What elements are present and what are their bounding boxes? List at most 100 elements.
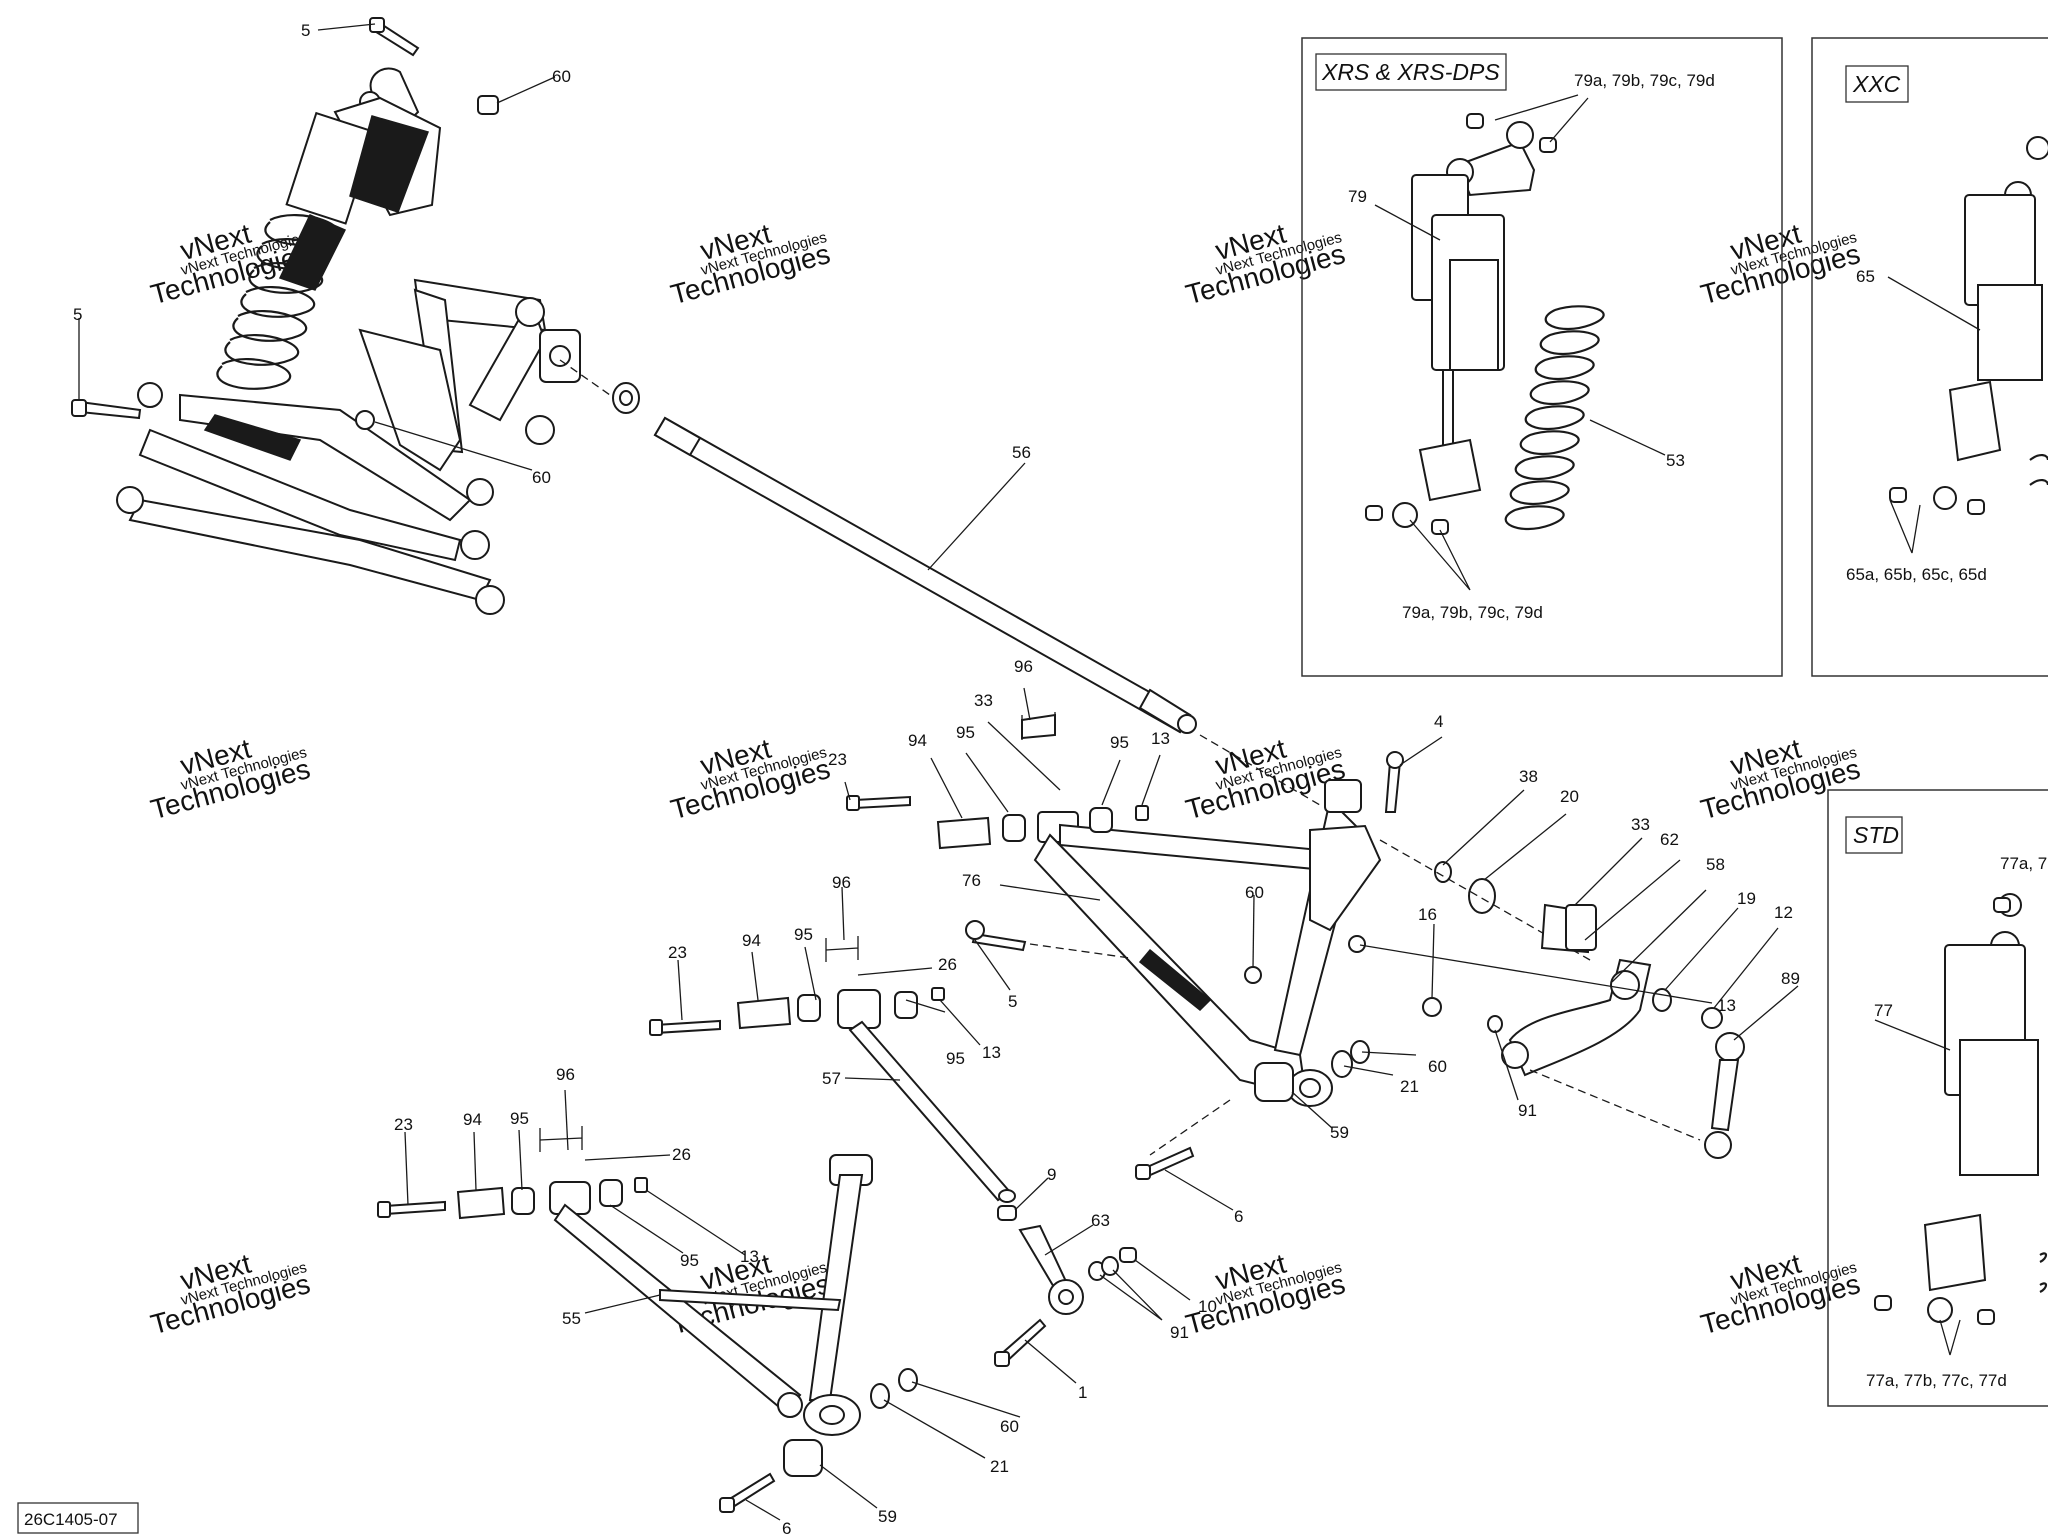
shock-absorber-assembly — [216, 67, 442, 390]
callout: 77a, 77b, 77c, 77d — [1866, 1371, 2007, 1390]
bushing — [1254, 1062, 1294, 1102]
inset-title: STD — [1853, 822, 1899, 848]
callout: 95 — [946, 1049, 965, 1068]
callout: 23 — [668, 943, 687, 962]
callout: 13 — [1717, 996, 1736, 1015]
inset-frame — [1301, 37, 1783, 677]
nut — [1967, 499, 1985, 515]
o-ring — [1434, 861, 1452, 883]
watermark: vNext Technologies vNext Technologies — [147, 1248, 313, 1341]
bellcrank — [1501, 958, 1652, 1077]
callouts: 5 60 5 60 56 96 33 94 95 95 13 23 4 38 2… — [73, 21, 1800, 1536]
bushing — [797, 994, 821, 1022]
nut — [355, 410, 375, 430]
watermark: vNext Technologies vNext Technologies — [1697, 1248, 1863, 1341]
callout: 23 — [394, 1115, 413, 1134]
callout: 94 — [742, 931, 761, 950]
nut — [1348, 935, 1366, 953]
diagram-code-box — [17, 1502, 139, 1534]
callout: 16 — [1418, 905, 1437, 924]
nut — [1889, 487, 1907, 503]
nut — [1993, 897, 2011, 913]
watermark: vNext Technologies vNext Technologies — [1182, 218, 1348, 311]
watermark: vNext Technologies vNext Technologies — [1182, 733, 1348, 826]
washer — [1652, 988, 1672, 1012]
callout: 95 — [680, 1251, 699, 1270]
lower-a-arm — [549, 1154, 873, 1436]
nut — [1977, 1309, 1995, 1325]
callout: 96 — [556, 1065, 575, 1084]
callout: 94 — [908, 731, 927, 750]
bolt — [846, 795, 911, 811]
nut — [1701, 1007, 1723, 1029]
watermark: vNext Technologies vNext Technologies — [1697, 218, 1863, 311]
callout: 12 — [1774, 903, 1793, 922]
watermark: vNext Technologies vNext Technologies — [147, 218, 313, 311]
upper-trailing-arm — [1033, 779, 1382, 1107]
inset-callouts: 79a, 79b, 79c, 79d 79 53 79a, 79b, 79c, … — [1348, 71, 2047, 1390]
callout: 56 — [1012, 443, 1031, 462]
bolt — [1384, 751, 1404, 813]
clip — [825, 936, 859, 962]
callout: 10 — [1198, 1297, 1217, 1316]
bushing — [511, 1187, 535, 1215]
nut — [1365, 505, 1383, 521]
callout: 91 — [1518, 1101, 1537, 1120]
callout: 95 — [510, 1109, 529, 1128]
callout: 59 — [878, 1507, 897, 1526]
callout: 60 — [532, 468, 551, 487]
diagram-code-label: 26C1405-07 — [17, 1502, 139, 1534]
pin — [634, 1177, 648, 1193]
callout: 95 — [794, 925, 813, 944]
watermark: vNext Technologies vNext Technologies — [1697, 733, 1863, 826]
callout: 76 — [962, 871, 981, 890]
bolt — [1135, 1146, 1195, 1180]
callout: 96 — [1014, 657, 1033, 676]
rod-end — [1018, 1224, 1084, 1315]
pin — [1135, 805, 1149, 821]
callout: 65 — [1856, 267, 1875, 286]
callout: 33 — [1631, 815, 1650, 834]
callout: 63 — [1091, 1211, 1110, 1230]
bushing — [1089, 807, 1113, 833]
sleeve — [456, 1186, 506, 1220]
sleeve — [936, 816, 992, 850]
washer — [898, 1368, 918, 1392]
inset-title-box — [1315, 53, 1507, 91]
clip — [1021, 712, 1056, 740]
clip — [539, 1126, 583, 1152]
shock-absorber-std — [1923, 893, 2048, 1323]
callout: 26 — [938, 955, 957, 974]
inset-frame — [1827, 789, 2048, 1407]
inset-title: XRS & XRS-DPS — [1321, 59, 1500, 85]
callout: 9 — [1047, 1165, 1056, 1184]
callout: 79a, 79b, 79c, 79d — [1574, 71, 1715, 90]
link-rod — [837, 989, 1016, 1203]
callout: 77a, 7 — [2000, 854, 2047, 873]
inset-std: STD — [1827, 789, 2048, 1407]
bracket — [1540, 903, 1597, 954]
pin — [931, 987, 945, 1001]
nut — [477, 95, 499, 115]
bushing — [894, 991, 918, 1019]
bolt — [994, 1318, 1047, 1367]
callout: 60 — [1428, 1057, 1447, 1076]
callout: 55 — [562, 1309, 581, 1328]
nut — [997, 1205, 1017, 1221]
callout: 60 — [1000, 1417, 1019, 1436]
callout: 95 — [956, 723, 975, 742]
callout: 57 — [822, 1069, 841, 1088]
nut — [1431, 519, 1449, 535]
callout: 59 — [1330, 1123, 1349, 1142]
o-ring — [870, 1383, 890, 1409]
callout: 13 — [982, 1043, 1001, 1062]
bushing — [783, 1439, 823, 1477]
o-ring — [1468, 878, 1496, 914]
callout: 60 — [552, 67, 571, 86]
shock-absorber-xxc — [1933, 136, 2048, 510]
inset-xrs: XRS & XRS-DPS — [1301, 37, 1783, 677]
diagram-code: 26C1405-07 — [24, 1510, 118, 1529]
leader-lines — [78, 23, 1981, 1521]
callout: 62 — [1660, 830, 1679, 849]
